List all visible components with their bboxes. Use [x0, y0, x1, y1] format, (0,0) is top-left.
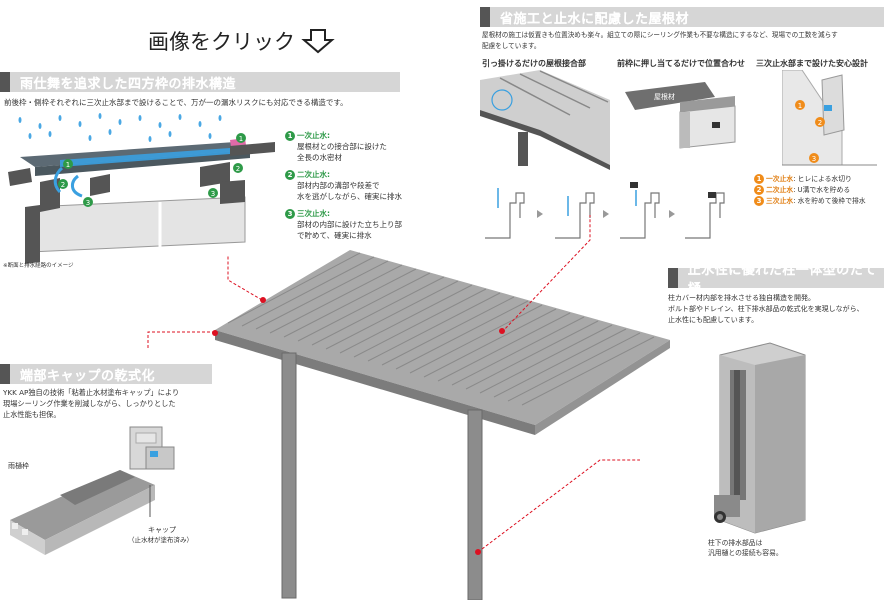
roof-safe-illustration: 1 2 3 — [782, 70, 877, 166]
arrow-down-icon — [301, 29, 335, 54]
svg-text:1: 1 — [798, 102, 802, 110]
roof-section-desc-1: 屋根材の施工は仮置きも位置決めも楽々。組立ての際にシーリング作業も不要な構造にす… — [482, 31, 838, 39]
svg-text:1: 1 — [239, 135, 243, 143]
cap-label-frame: 雨樋枠 — [8, 462, 29, 470]
cap-section-desc-3: 止水性能も担保。 — [3, 410, 61, 419]
click-prompt-text: 画像をクリック — [148, 30, 295, 54]
post-section-header: 止水性に優れた柱一体型のたて樋 — [668, 263, 884, 297]
cap-section-desc-2: 現場シーリング作業を削減しながら、しっかりとした — [3, 399, 176, 408]
roof-sub-align-title: 前枠に押し当てるだけで位置合わせ — [617, 59, 745, 68]
click-prompt[interactable]: 画像をクリック — [148, 26, 335, 56]
roof-section-desc-2: 配慮をしています。 — [482, 42, 541, 50]
gutter-section-title: 雨仕舞を追求した四方枠の排水構造 — [20, 76, 237, 92]
gutter-frame-illustration: 1 2 3 1 2 3 — [8, 113, 275, 264]
cap-section-header: 端部キャップの乾式化 — [0, 364, 212, 384]
carport-main-illustration[interactable] — [210, 245, 680, 600]
post-section-desc-3: 止水性にも配慮しています。 — [668, 316, 759, 324]
post-caption-1: 柱下の排水部品は — [708, 539, 763, 547]
svg-text:2: 2 — [61, 181, 65, 189]
cap-label-cap-note: （止水材が塗布済み） — [128, 536, 193, 544]
roof-sub-hook-title: 引っ掛けるだけの屋根接合部 — [482, 59, 586, 68]
post-section-desc-1: 柱カバー材内部を排水させる独自構造を開発。 — [668, 294, 815, 302]
roof-section-header: 省施工と止水に配慮した屋根材 — [480, 7, 884, 27]
svg-text:3: 3 — [86, 199, 90, 207]
roof-material-label: 屋根材 — [654, 92, 675, 101]
post-section-title: 止水性に優れた柱一体型のたて樋 — [687, 263, 877, 297]
post-downpipe-illustration — [714, 342, 806, 534]
end-cap-illustration — [10, 426, 175, 555]
svg-text:3: 3 — [812, 155, 816, 163]
gutter-section-desc: 前後枠・側枠それぞれに三次止水部まで設けることで、万が一の漏水リスクにも対応でき… — [4, 98, 348, 107]
cap-section-desc-1: YKK AP独自の技術「粘着止水材塗布キャップ」により — [3, 388, 180, 397]
roof-align-illustration: 屋根材 — [625, 82, 736, 149]
post-section-desc-2: ボルト部やドレイン、柱下排水部品の乾式化を実現しながら、 — [668, 305, 864, 313]
roof-section-title: 省施工と止水に配慮した屋根材 — [500, 11, 690, 27]
post-caption-2: 汎用樋との接続も容易。 — [708, 549, 783, 557]
gutter-diagram-note: ※断面と排水経路のイメージ — [3, 263, 74, 269]
svg-text:2: 2 — [818, 119, 822, 127]
roof-sub-safe-title: 三次止水部まで設けた安心設計 — [756, 59, 868, 68]
svg-text:2: 2 — [236, 165, 240, 173]
svg-text:1: 1 — [66, 161, 70, 169]
svg-text:3: 3 — [211, 190, 215, 198]
cap-section-title: 端部キャップの乾式化 — [20, 368, 156, 384]
roof-profile-sequence — [485, 182, 725, 239]
cap-label-cap: キャップ — [148, 526, 176, 534]
gutter-section-header: 雨仕舞を追求した四方枠の排水構造 — [0, 72, 400, 92]
roof-joint-illustration — [480, 70, 610, 170]
